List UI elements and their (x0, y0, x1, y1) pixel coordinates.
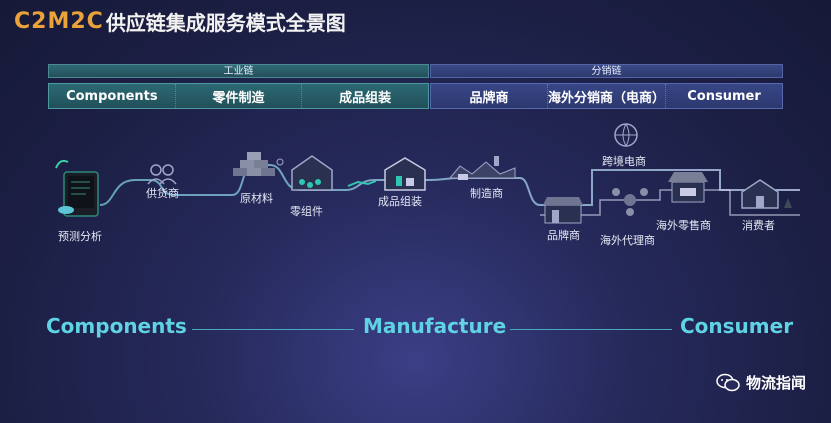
globe-icon (614, 123, 638, 148)
label-supplier: 供货商 (146, 186, 179, 200)
title-prefix: C2M2C (14, 8, 104, 34)
storefront-icon (543, 197, 583, 224)
watermark: 物流指闻 (716, 372, 806, 393)
label-overseas-retail: 海外零售商 (656, 218, 711, 232)
people-icon (147, 164, 177, 185)
header-components: Components (49, 84, 176, 108)
label-cross-border: 跨境电商 (602, 154, 646, 168)
label-consumer: 消费者 (742, 218, 775, 232)
title-text: 供应链集成服务模式全景图 (105, 10, 346, 35)
header-parts-manufacturing: 零件制造 (176, 84, 303, 108)
watermark-text: 物流指闻 (746, 374, 807, 392)
bottom-manufacture: Manufacture (363, 314, 507, 338)
distribution-chain-band: 分销链 (430, 64, 783, 78)
bottom-components: Components (46, 314, 187, 338)
factory-icon (448, 156, 516, 180)
industrial-chain-band: 工业链 (48, 64, 429, 78)
supply-chain-flow: 预测分析 供货商 原材料 零组件 成品组装 制造商 (55, 123, 800, 247)
bottom-line-1 (192, 329, 354, 330)
header-overseas-distributor: 海外分销商（电商） (548, 84, 667, 108)
wechat-icon (716, 373, 740, 391)
house-icon (741, 179, 792, 209)
distribution-header-row: 品牌商 海外分销商（电商） Consumer (430, 83, 783, 109)
warehouse-icon (276, 155, 333, 191)
retail-shop-icon (668, 172, 708, 203)
assembly-factory-icon (347, 157, 426, 191)
header-consumer: Consumer (687, 88, 761, 104)
industrial-header-row: Components 零件制造 成品组装 (48, 83, 429, 109)
header-assembly: 成品组装 (339, 90, 392, 106)
label-overseas-agent: 海外代理商 (600, 233, 655, 247)
label-raw-material: 原材料 (240, 191, 273, 205)
bricks-icon (233, 152, 275, 176)
label-brand: 品牌商 (547, 228, 580, 242)
page-title: C2M2C 供应链集成服务模式全景图 (14, 6, 346, 36)
label-manufacturer: 制造商 (470, 186, 503, 200)
tablet-icon (55, 159, 99, 217)
bottom-line-2 (510, 329, 672, 330)
label-forecast: 预测分析 (58, 229, 102, 243)
label-assembly: 成品组装 (378, 194, 422, 208)
bottom-consumer: Consumer (680, 314, 794, 338)
header-brand: 品牌商 (431, 84, 548, 108)
agent-network-icon (612, 188, 648, 216)
label-parts: 零组件 (290, 204, 323, 218)
